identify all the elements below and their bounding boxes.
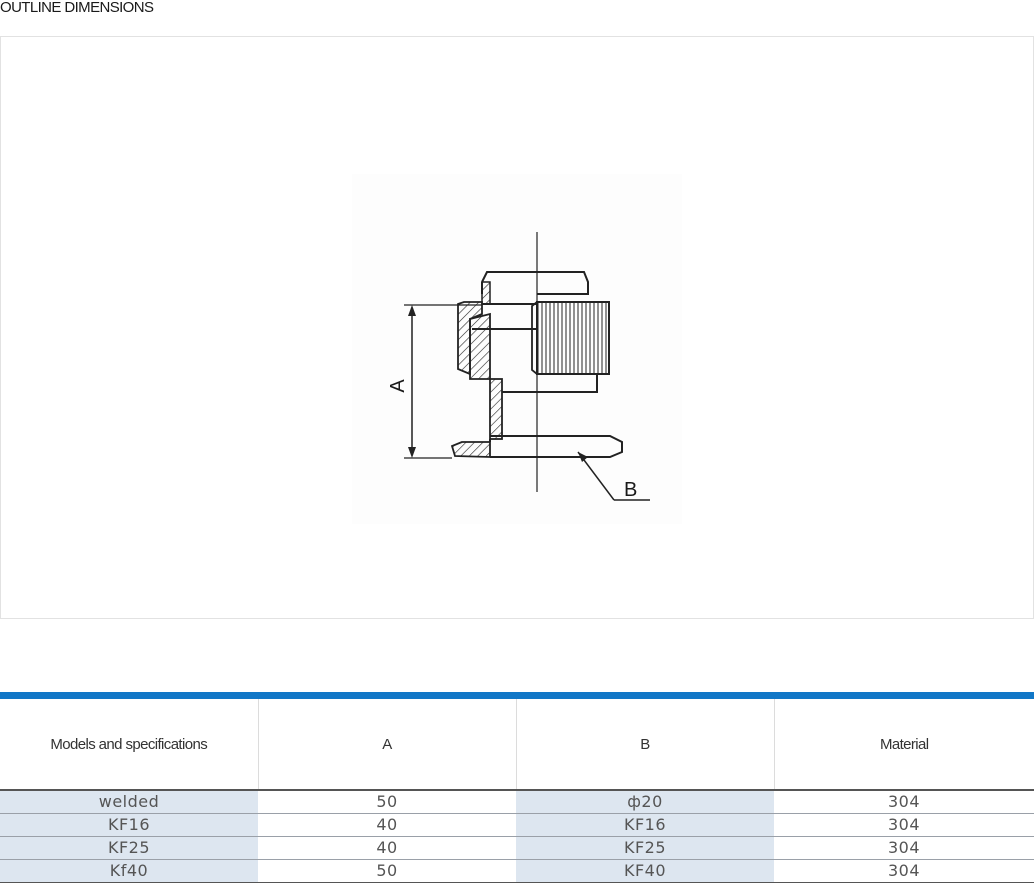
table-row: welded 50 ф20 304 <box>0 790 1034 814</box>
header-a: A <box>258 695 517 791</box>
header-b: B <box>516 695 775 791</box>
cell-b: ф20 <box>516 790 774 814</box>
outline-drawing: A B <box>352 174 682 524</box>
cell-material: 304 <box>774 790 1034 814</box>
header-material: Material <box>774 695 1034 791</box>
cell-material: 304 <box>774 813 1034 837</box>
cell-model: Kf40 <box>0 859 258 883</box>
section-title: OUTLINE DIMENSIONS <box>0 0 154 16</box>
cell-a: 40 <box>258 813 516 837</box>
cell-material: 304 <box>774 859 1034 883</box>
header-models: Models and specifications <box>0 695 259 791</box>
specification-table: Models and specifications A B Material w… <box>0 692 1034 883</box>
cell-material: 304 <box>774 836 1034 860</box>
cell-b: KF25 <box>516 836 774 860</box>
cell-model: welded <box>0 790 258 814</box>
cell-a: 50 <box>258 859 516 883</box>
dimension-b-label: B <box>624 479 637 501</box>
figure-panel: A B <box>0 36 1034 619</box>
table-row: KF16 40 KF16 304 <box>0 813 1034 837</box>
table-header-row: Models and specifications A B Material <box>0 695 1034 791</box>
cell-a: 50 <box>258 790 516 814</box>
table-row: Kf40 50 KF40 304 <box>0 859 1034 883</box>
dimension-a-label: A <box>387 379 409 393</box>
cell-model: KF16 <box>0 813 258 837</box>
cell-model: KF25 <box>0 836 258 860</box>
table-row: KF25 40 KF25 304 <box>0 836 1034 860</box>
cell-b: KF16 <box>516 813 774 837</box>
outline-drawing-svg: A B <box>387 232 650 501</box>
cell-a: 40 <box>258 836 516 860</box>
cell-b: KF40 <box>516 859 774 883</box>
